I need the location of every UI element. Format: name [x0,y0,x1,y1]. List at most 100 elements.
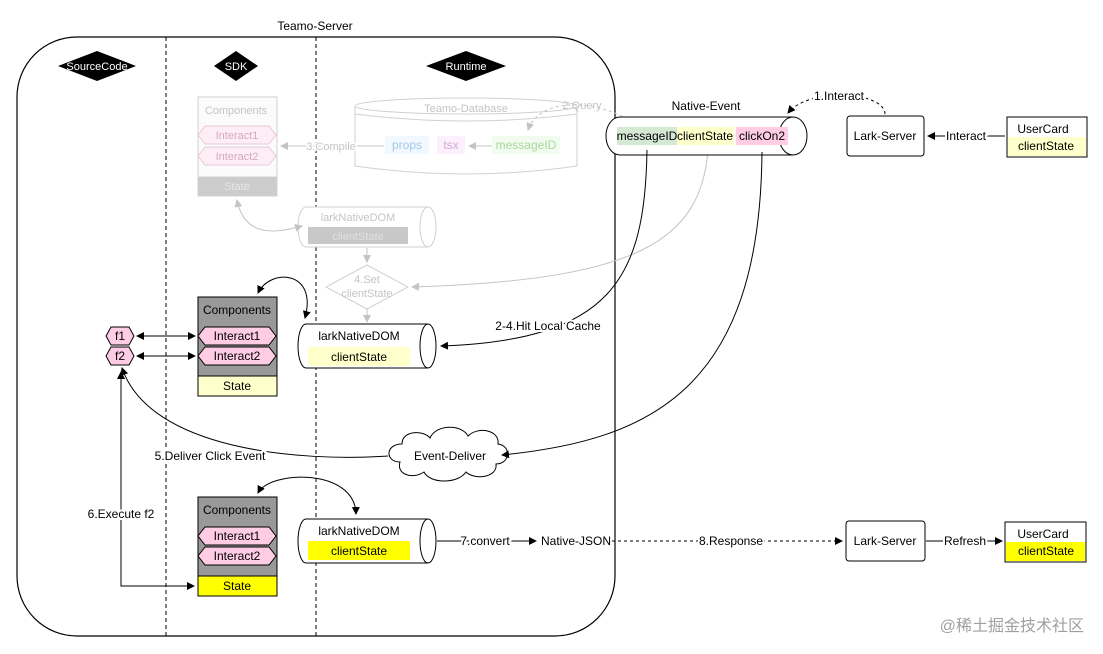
click-to-deliver-connector [501,151,763,459]
faded-state-label: State [224,181,250,193]
mid-state-label: State [223,379,251,393]
usercard-bottom: UserCard clientState [1004,521,1087,563]
faded-native-dom: larkNativeDOM clientState [297,206,437,248]
event-clientstate-cell [677,127,734,145]
bottom-interact2-label: Interact2 [214,549,261,563]
faded-state [197,176,278,197]
faded-dom-title: larkNativeDOM [321,212,396,224]
lane-sourcecode-label: SourceCode [66,61,127,73]
db-messageid-cell [492,136,560,154]
mid-components-title: Components [203,303,271,317]
faded-interact1 [197,125,277,145]
event-messageid-cell [617,127,677,145]
event-click-cell [736,127,788,145]
function-f2-label: f2 [115,349,125,363]
function-f2 [105,346,135,366]
db-props-cell [385,136,429,154]
step-3-compile: 3.Compile [306,141,356,153]
native-event-queue: messageID clientState clickOn2 [605,116,808,156]
bottom-dom-title: larkNativeDOM [318,524,399,538]
usercard-top-state-label: clientState [1018,139,1074,153]
lane-runtime-badge [426,51,506,81]
usercard-bottom-state [1006,542,1085,561]
bottom-components-box: Components Interact1 Interact2 State [197,496,278,597]
step-5-deliver-click: 5.Deliver Click Event [155,449,266,463]
bottom-interact1 [197,526,277,546]
step-7-convert: 7.convert [460,534,510,548]
set-clientstate-decision: 4.Set clientState [324,264,410,310]
bottom-state-label: State [223,579,251,593]
usercard-top-title: UserCard [1017,122,1068,136]
event-to-set-connector [411,150,709,291]
teamo-database: Teamo-Database props tsx messageID [354,97,578,175]
set-clientstate-line2: clientState [341,288,392,300]
mid-interact2 [197,346,277,366]
faded-interact2-label: Interact2 [216,151,259,163]
db-messageid-label: messageID [496,138,557,152]
set-clientstate-line1: 4.Set [354,274,380,286]
mid-dom-state-label: clientState [331,350,387,364]
bottom-components-title: Components [203,503,271,517]
lane-sdk-badge [214,51,258,81]
interact-1-connector [787,94,886,115]
mid-interact1-label: Interact1 [214,329,261,343]
mid-dom-state [308,347,410,366]
database-title: Teamo-Database [424,103,508,115]
usercard-bottom-title: UserCard [1017,527,1068,541]
bottom-interact1-label: Interact1 [214,529,261,543]
native-json-label: Native-JSON [541,534,611,548]
event-clientstate-label: clientState [677,129,733,143]
refresh-label: Refresh [944,534,986,548]
faded-interact2 [197,146,277,166]
bottom-components-dom-link [257,476,360,515]
faded-dom-state [308,227,408,244]
sdk-dom-link [234,199,303,232]
usercard-bottom-state-label: clientState [1018,544,1074,558]
function-f1-label: f1 [115,329,125,343]
hit-local-cache-connector [440,149,648,350]
mid-native-dom: larkNativeDOM clientState [297,323,437,369]
lane-sourcecode-badge [58,51,136,81]
lane-sdk-label: SDK [225,61,248,73]
mid-state [197,375,278,397]
usercard-top: UserCard clientState [1006,116,1088,158]
db-props-label: props [392,138,422,152]
function-f1 [105,326,135,346]
step-2-4-hit-cache: 2-4.Hit Local Cache [495,319,601,333]
mid-dom-title: larkNativeDOM [318,329,399,343]
server-title: Teamo-Server [277,19,352,33]
step-2-query: 2.Query [562,100,602,112]
execute-f2-connector [117,371,195,590]
bottom-native-dom: larkNativeDOM clientState [297,518,437,564]
event-deliver-label: Event-Deliver [414,449,486,463]
faded-components-box: Components Interact1 Interact2 State [197,96,278,197]
mid-interact2-label: Interact2 [214,349,261,363]
native-event-title: Native-Event [672,99,741,113]
db-tsx-cell [437,136,465,154]
event-messageid-label: messageID [617,129,678,143]
bottom-state [197,575,278,597]
bottom-dom-state-label: clientState [331,544,387,558]
db-tsx-label: tsx [443,138,458,152]
interact-label: Interact [946,129,987,143]
lark-server-bottom [845,520,926,562]
faded-interact1-label: Interact1 [216,130,259,142]
lark-server-bottom-label: Lark-Server [854,534,917,548]
mid-components-box: Components Interact1 Interact2 State [197,296,278,397]
event-click-label: clickOn2 [739,129,785,143]
lark-server-top-label: Lark-Server [854,129,917,143]
mid-interact1 [197,326,277,346]
event-deliver-cloud: Event-Deliver [388,426,508,482]
usercard-top-state [1008,137,1086,156]
lark-server-top [846,115,925,157]
step-8-response: 8.Response [699,534,763,548]
mid-components-dom-link [257,276,311,319]
faded-dom-state-label: clientState [332,231,383,243]
step-1-interact: 1.Interact [814,89,865,103]
bottom-dom-state [308,541,410,560]
bottom-interact2 [197,546,277,566]
faded-components-title: Components [205,105,268,117]
watermark: @稀土掘金技术社区 [940,617,1084,635]
lane-runtime-label: Runtime [446,61,487,73]
